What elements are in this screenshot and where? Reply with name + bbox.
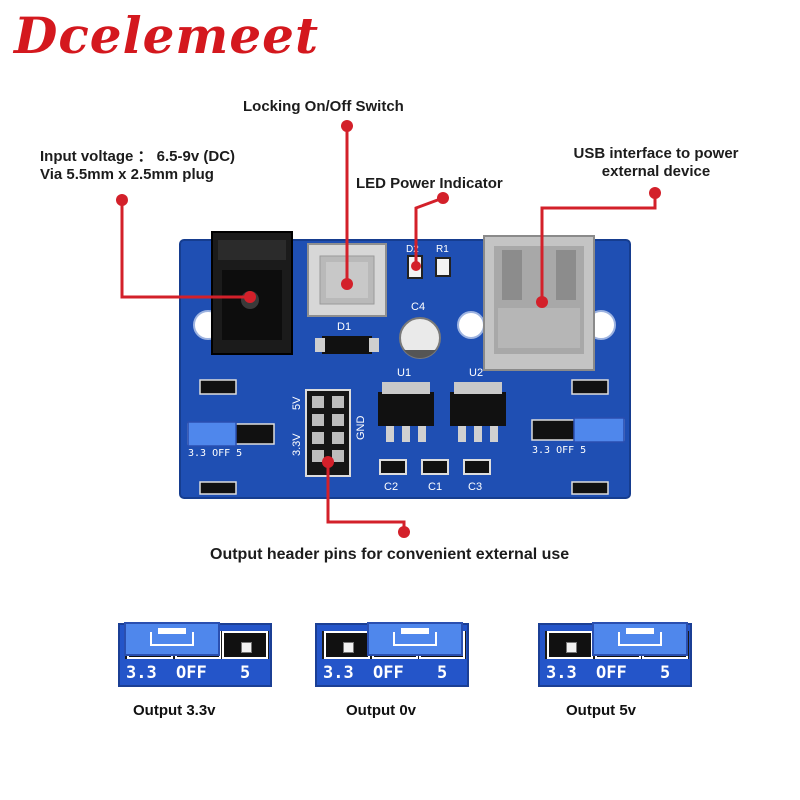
label-u2: U2 bbox=[469, 367, 483, 379]
label-gnd: GND bbox=[355, 416, 367, 441]
jumper-label-5: 5 bbox=[660, 663, 671, 683]
jumper-labels: 3.3 OFF 5 bbox=[544, 663, 688, 683]
regulator-u2 bbox=[450, 382, 506, 442]
leader-led bbox=[414, 196, 444, 266]
mount-hole-usb bbox=[457, 311, 485, 339]
label-left-jumper: 3.3 OFF 5 bbox=[188, 448, 242, 459]
input-voltage-line1: Input voltage ： 6.5-9v (DC) bbox=[40, 148, 236, 165]
label-right-jumper: 3.3 OFF 5 bbox=[532, 445, 586, 456]
jumper-5v: 3.3 OFF 5 bbox=[538, 622, 692, 687]
output-header-pins bbox=[305, 389, 351, 477]
pin-pair-bottom-left bbox=[199, 481, 237, 495]
usb-line2: external device bbox=[601, 163, 711, 180]
jumper-cap bbox=[592, 622, 688, 656]
leader-input bbox=[120, 200, 250, 299]
label-d1: D1 bbox=[337, 321, 351, 333]
jumper-label-off: OFF bbox=[373, 663, 404, 683]
board-jumper-left bbox=[187, 421, 275, 447]
leader-dots bbox=[116, 120, 661, 538]
jumper-label-5: 5 bbox=[240, 663, 251, 683]
label-c1: C1 bbox=[428, 481, 442, 493]
capacitor-c2 bbox=[379, 459, 407, 475]
switch-callout: Locking On/Off Switch bbox=[243, 98, 404, 115]
caption-5v: Output 5v bbox=[566, 702, 636, 719]
label-3v3: 3.3V bbox=[291, 433, 303, 456]
diode-d1 bbox=[315, 336, 379, 354]
label-d2: D2 bbox=[406, 244, 419, 255]
leader-usb bbox=[540, 193, 657, 302]
capacitor-c1 bbox=[421, 459, 449, 475]
label-r1: R1 bbox=[436, 244, 449, 255]
jumper-0v: 3.3 OFF 5 bbox=[315, 622, 469, 687]
jumper-cap bbox=[124, 622, 220, 656]
pin-pair-top-left bbox=[199, 379, 237, 395]
label-5v: 5V bbox=[291, 396, 303, 410]
pin-pair-top-right bbox=[571, 379, 609, 395]
caption-0v: Output 0v bbox=[346, 702, 416, 719]
input-voltage-line2: Via 5.5mm x 2.5mm plug bbox=[40, 166, 214, 183]
usb-callout: USB interface to power external device bbox=[546, 145, 766, 181]
pin-pair-bottom-right bbox=[571, 481, 609, 495]
resistor-r1 bbox=[435, 257, 451, 277]
capacitor-c3 bbox=[463, 459, 491, 475]
jumper-cap bbox=[367, 622, 463, 656]
usb-port bbox=[483, 235, 595, 371]
label-u1: U1 bbox=[397, 367, 411, 379]
jumper-labels: 3.3 OFF 5 bbox=[321, 663, 465, 683]
label-c2: C2 bbox=[384, 481, 398, 493]
usb-line1: USB interface to power bbox=[573, 145, 739, 162]
jumper-label-3v3: 3.3 bbox=[323, 663, 354, 683]
led-callout: LED Power Indicator bbox=[356, 175, 503, 192]
jumper-labels: 3.3 OFF 5 bbox=[124, 663, 268, 683]
regulator-u1 bbox=[378, 382, 434, 442]
brand-logo: Dcelemeet bbox=[14, 6, 320, 65]
caption-3v3: Output 3.3v bbox=[133, 702, 216, 719]
jumper-label-3v3: 3.3 bbox=[126, 663, 157, 683]
jumper-label-off: OFF bbox=[596, 663, 627, 683]
board-jumper-right bbox=[531, 417, 625, 443]
jumper-label-3v3: 3.3 bbox=[546, 663, 577, 683]
jumper-3v3: 3.3 OFF 5 bbox=[118, 622, 272, 687]
label-c4: C4 bbox=[411, 301, 425, 313]
header-callout: Output header pins for convenient extern… bbox=[210, 546, 570, 563]
jumper-label-off: OFF bbox=[176, 663, 207, 683]
jumper-label-5: 5 bbox=[437, 663, 448, 683]
label-c3: C3 bbox=[468, 481, 482, 493]
input-voltage-callout: Input voltage ： 6.5-9v (DC) Via 5.5mm x … bbox=[40, 148, 235, 184]
